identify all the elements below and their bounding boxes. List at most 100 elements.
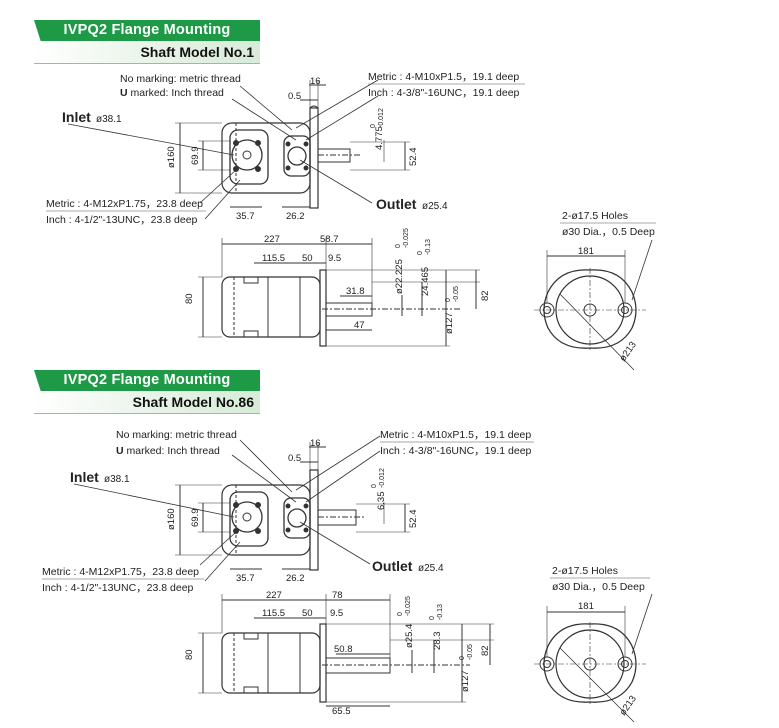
outlet-diameter: ø25.4 [422, 201, 448, 212]
dim-26-2: 26.2 [286, 573, 305, 584]
key-tol-bot: -0.012 [379, 468, 386, 488]
dim-shaft-dia: ø25.4 [404, 624, 415, 648]
inlet-port [229, 129, 269, 185]
dim-50: 50 [302, 253, 313, 264]
section-1-drawing: No marking: metric thread U marked: Inch… [46, 71, 656, 371]
dim-80: 80 [184, 293, 195, 304]
key-tol-top: 0 [371, 484, 378, 488]
front-view [67, 79, 410, 220]
dim-160: ø160 [166, 508, 177, 530]
dim-key-length: 50.8 [334, 644, 353, 655]
side-view-labels: 227 58.7 115.5 50 9.5 80 31.8 47 ø22.225… [184, 228, 491, 334]
section-title: IVPQ2 Flange Mounting [34, 20, 260, 41]
pilot-tol-top: 0 [459, 656, 466, 660]
dim-shaft-dia: ø22.225 [394, 259, 405, 294]
dim-key-length: 31.8 [346, 286, 365, 297]
dim-82: 82 [480, 645, 491, 656]
outlet-label: Outlet [372, 558, 413, 574]
pilot-tol-bot: -0.05 [467, 644, 474, 660]
front-view-labels: No marking: metric thread U marked: Inch… [42, 429, 534, 594]
flange-view [534, 593, 653, 723]
dim-52-4: 52.4 [408, 510, 419, 529]
key-tol-top: 0 [370, 124, 377, 128]
dim-0-5: 0.5 [288, 453, 301, 464]
inlet-metric-note: Metric : 4-M12xP1.75，23.8 deep [46, 198, 203, 210]
dim-115-5: 115.5 [262, 608, 285, 619]
outlet-label: Outlet [376, 196, 417, 212]
dim-9-5: 9.5 [328, 253, 341, 264]
shaft-tol-top: 0 [397, 612, 404, 616]
section-2-drawing: No marking: metric thread U marked: Inch… [42, 429, 653, 723]
inlet-diameter: ø38.1 [104, 474, 130, 485]
dim-shaft-length: 65.5 [332, 706, 351, 717]
side-view [198, 594, 494, 707]
outlet-inch-note: Inch : 4-3/8"-16UNC，19.1 deep [368, 87, 520, 99]
outlet-metric-note: Metric : 4-M10xP1.5，19.1 deep [380, 429, 531, 441]
inlet-diameter: ø38.1 [96, 114, 122, 125]
section-title: IVPQ2 Flange Mounting [34, 370, 260, 391]
dim-shaft-length: 47 [354, 320, 365, 331]
inlet-port [229, 491, 269, 547]
dim-pilot: ø127 [460, 670, 471, 692]
dim-213: ø213 [617, 694, 638, 718]
keyh-tol-top: 0 [417, 251, 424, 255]
section-1-banner: IVPQ2 Flange Mounting Shaft Model No.1 [0, 20, 265, 66]
dim-pilot: ø127 [444, 312, 455, 334]
dim-69-9: 69.9 [190, 147, 201, 166]
dim-16: 16 [310, 76, 321, 87]
outlet-inch-note: Inch : 4-3/8"-16UNC，19.1 deep [380, 445, 532, 457]
dim-82: 82 [480, 290, 491, 301]
dim-227: 227 [264, 234, 280, 245]
holes-note: 2-ø17.5 Holes [562, 210, 628, 222]
dim-69-9: 69.9 [190, 509, 201, 528]
section-2-banner: IVPQ2 Flange Mounting Shaft Model No.86 [0, 370, 265, 416]
shaft-tol-bot: -0.025 [403, 228, 410, 248]
dim-181: 181 [578, 246, 594, 257]
key-width: 6.35 [376, 492, 387, 511]
dim-80: 80 [184, 649, 195, 660]
section-subtitle: Shaft Model No.86 [34, 391, 260, 414]
dim-160: ø160 [166, 146, 177, 168]
inlet-inch-note: Inch : 4-1/2"-13UNC，23.8 deep [46, 214, 198, 226]
no-marking-note: No marking: metric thread [120, 73, 241, 85]
dim-115-5: 115.5 [262, 253, 285, 264]
holes-note: 2-ø17.5 Holes [552, 565, 618, 577]
pilot-tol-top: 0 [445, 298, 452, 302]
pilot-tol-bot: -0.05 [453, 286, 460, 302]
u-marked-note: U marked: Inch thread [120, 87, 224, 99]
dim-16: 16 [310, 438, 321, 449]
outlet-diameter: ø25.4 [418, 563, 444, 574]
dim-181: 181 [578, 601, 594, 612]
dim-key-height: 28.3 [432, 632, 443, 651]
key-tol-bot: -0.012 [378, 108, 385, 128]
dim-35-7: 35.7 [236, 573, 255, 584]
dim-overhang: 58.7 [320, 234, 339, 245]
u-marked-note: U marked: Inch thread [116, 445, 220, 457]
side-flange [319, 269, 327, 347]
flange [309, 469, 319, 571]
outlet-metric-note: Metric : 4-M10xP1.5，19.1 deep [368, 71, 519, 83]
shaft-tol-top: 0 [395, 244, 402, 248]
dim-key-height: 24.465 [420, 267, 431, 296]
shaft-tol-bot: -0.025 [405, 596, 412, 616]
spot-face-note: ø30 Dia.，0.5 Deep [552, 581, 645, 593]
keyh-tol-top: 0 [429, 616, 436, 620]
inlet-inch-note: Inch : 4-1/2"-13UNC，23.8 deep [42, 582, 194, 594]
dim-227: 227 [266, 590, 282, 601]
key-width: 4.775 [374, 126, 385, 150]
section-subtitle: Shaft Model No.1 [34, 41, 260, 64]
front-view-labels: No marking: metric thread U marked: Inch… [46, 71, 525, 226]
inlet-metric-note: Metric : 4-M12xP1.75，23.8 deep [42, 566, 199, 578]
inlet-label: Inlet [62, 109, 91, 125]
dim-35-7: 35.7 [236, 211, 255, 222]
flange [309, 107, 319, 209]
keyh-tol-bot: -0.13 [425, 239, 432, 255]
dim-26-2: 26.2 [286, 211, 305, 222]
flange-view [534, 239, 653, 371]
no-marking-note: No marking: metric thread [116, 429, 237, 441]
side-flange [319, 623, 327, 703]
dim-50: 50 [302, 608, 313, 619]
keyh-tol-bot: -0.13 [437, 604, 444, 620]
side-body [221, 632, 321, 694]
side-body [221, 276, 321, 338]
